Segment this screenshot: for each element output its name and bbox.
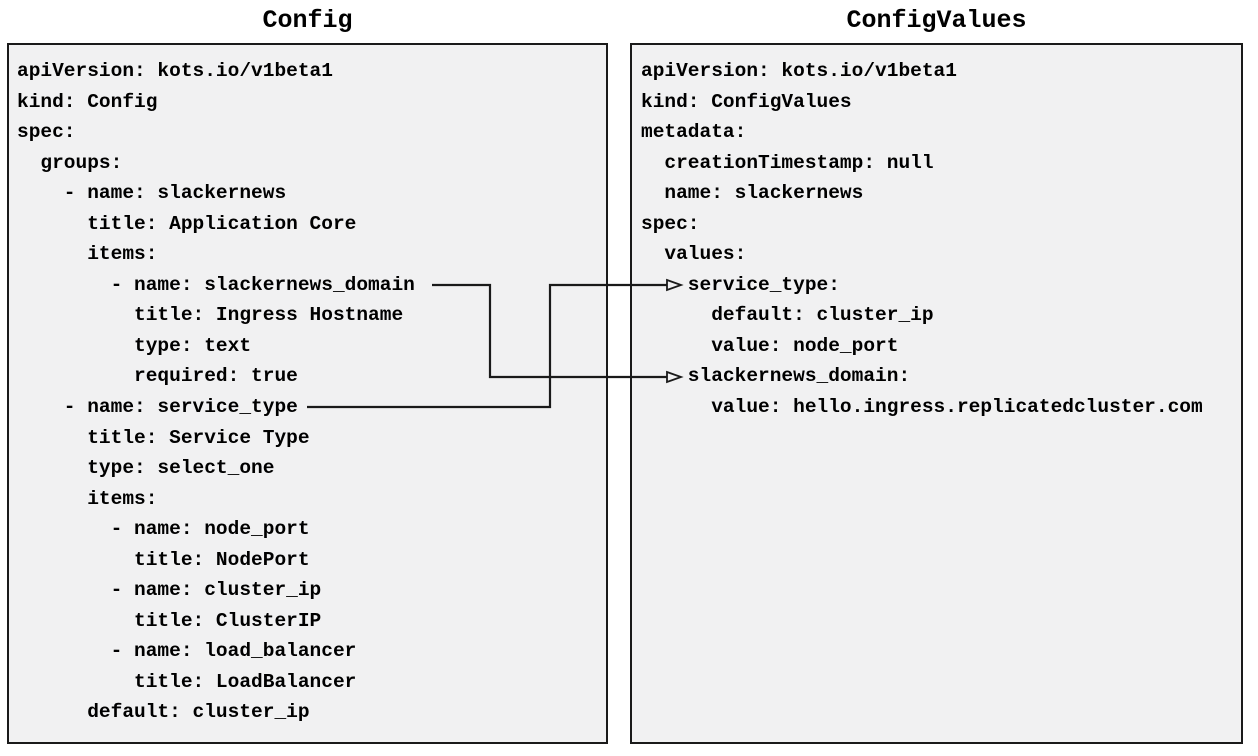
config-yaml-code: apiVersion: kots.io/v1beta1 kind: Config… — [17, 60, 415, 724]
configvalues-panel-title: ConfigValues — [846, 6, 1027, 35]
configvalues-panel: apiVersion: kots.io/v1beta1 kind: Config… — [630, 43, 1243, 744]
configvalues-yaml-code: apiVersion: kots.io/v1beta1 kind: Config… — [641, 60, 1203, 419]
config-panel: apiVersion: kots.io/v1beta1 kind: Config… — [7, 43, 608, 744]
config-panel-title: Config — [262, 6, 353, 35]
